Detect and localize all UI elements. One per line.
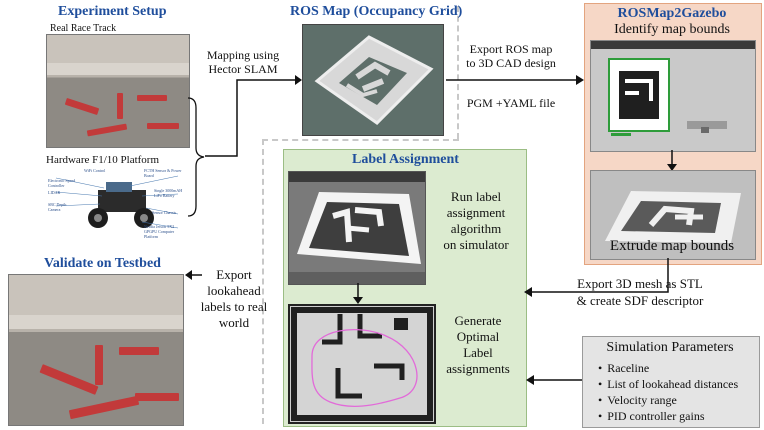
setup-bracket — [187, 97, 205, 217]
validate-export-3: world — [218, 315, 250, 330]
hardware-platform-image: WiFi Control FCTH Sensor & Power Board E… — [46, 166, 188, 239]
sim-params-arrow — [526, 375, 582, 385]
car-label-6: Sensor Chassis — [152, 210, 177, 215]
identify-bounds-image — [590, 40, 756, 152]
export-mesh-arrow — [524, 258, 669, 297]
extruded-map-image — [590, 170, 756, 260]
testbed-photo — [8, 274, 184, 426]
export-ros-line2: to 3D CAD design — [466, 56, 556, 70]
sim-param-item: PID controller gains — [598, 408, 764, 424]
dashed-separator-vertical-top — [457, 6, 459, 139]
run-text-0: Run label — [450, 189, 502, 204]
export-mesh-line2: & create SDF descriptor — [576, 293, 704, 308]
ros-map-title: ROS Map (Occupancy Grid) — [290, 4, 463, 19]
export-ros-line3: PGM +YAML file — [466, 96, 556, 110]
simulator-3d-image — [288, 171, 426, 285]
run-text-1: assignment — [446, 205, 506, 220]
optimal-raceline-image — [288, 304, 436, 424]
gen-text-0: Generate — [454, 313, 502, 328]
run-text-2: algorithm — [450, 221, 502, 236]
export-ros-arrow — [446, 75, 584, 85]
label-assignment-title: Label Assignment — [352, 152, 459, 167]
rosmap2gazebo-title: ROSMap2Gazebo — [617, 6, 727, 21]
sim-param-item: Velocity range — [598, 392, 764, 408]
gen-text-1: Optimal — [456, 329, 500, 344]
extrude-caption: Extrude map bounds — [609, 238, 735, 254]
identify-to-extrude-arrow — [667, 150, 677, 171]
sim-to-optimal-arrow — [353, 283, 363, 304]
mapping-label-line2: Hector SLAM — [208, 62, 278, 76]
validate-title: Validate on Testbed — [44, 256, 161, 271]
sim-param-item: List of lookahead distances — [598, 376, 764, 392]
mapping-label-line1: Mapping using — [206, 48, 280, 62]
car-label-5: SBC Depth Camera — [48, 202, 67, 212]
export-ros-line1: Export ROS map — [469, 42, 553, 56]
car-label-2: Electronic Speed Controller — [48, 178, 76, 188]
dashed-separator-horizontal — [262, 139, 459, 141]
hardware-caption: Hardware F1/10 Platform — [46, 154, 160, 166]
race-track-photo — [46, 34, 190, 148]
sim-params-title: Simulation Parameters — [606, 340, 734, 355]
validate-export-0: Export — [216, 267, 252, 282]
gen-text-2: Label — [463, 345, 493, 360]
run-text-3: on simulator — [443, 237, 509, 252]
real-race-track-caption: Real Race Track — [50, 23, 117, 34]
gen-text-3: assignments — [446, 361, 510, 376]
car-label-3: LIDAR — [48, 190, 61, 195]
car-label-7: Nvidia Jetson TX2 GPGPU Computer Platfor… — [144, 224, 175, 239]
ros-map-image — [302, 24, 444, 136]
dashed-separator-vertical-bottom — [262, 139, 264, 424]
validate-export-arrow — [185, 270, 202, 280]
sim-param-item: Raceline — [598, 360, 764, 376]
validate-export-2: labels to real — [200, 299, 268, 314]
car-label-4: Single 3000mAH LiPo Battery — [154, 188, 183, 198]
car-label-0: WiFi Control — [84, 168, 106, 173]
sim-params-list: Raceline List of lookahead distances Vel… — [586, 360, 764, 424]
experiment-setup-title: Experiment Setup — [58, 4, 167, 19]
mapping-arrow — [205, 75, 302, 157]
export-mesh-line1: Export 3D mesh as STL — [577, 276, 703, 291]
car-label-1: FCTH Sensor & Power Board — [144, 168, 182, 178]
rosmap2gazebo-subtitle: Identify map bounds — [614, 22, 730, 37]
validate-export-1: lookahead — [207, 283, 261, 298]
